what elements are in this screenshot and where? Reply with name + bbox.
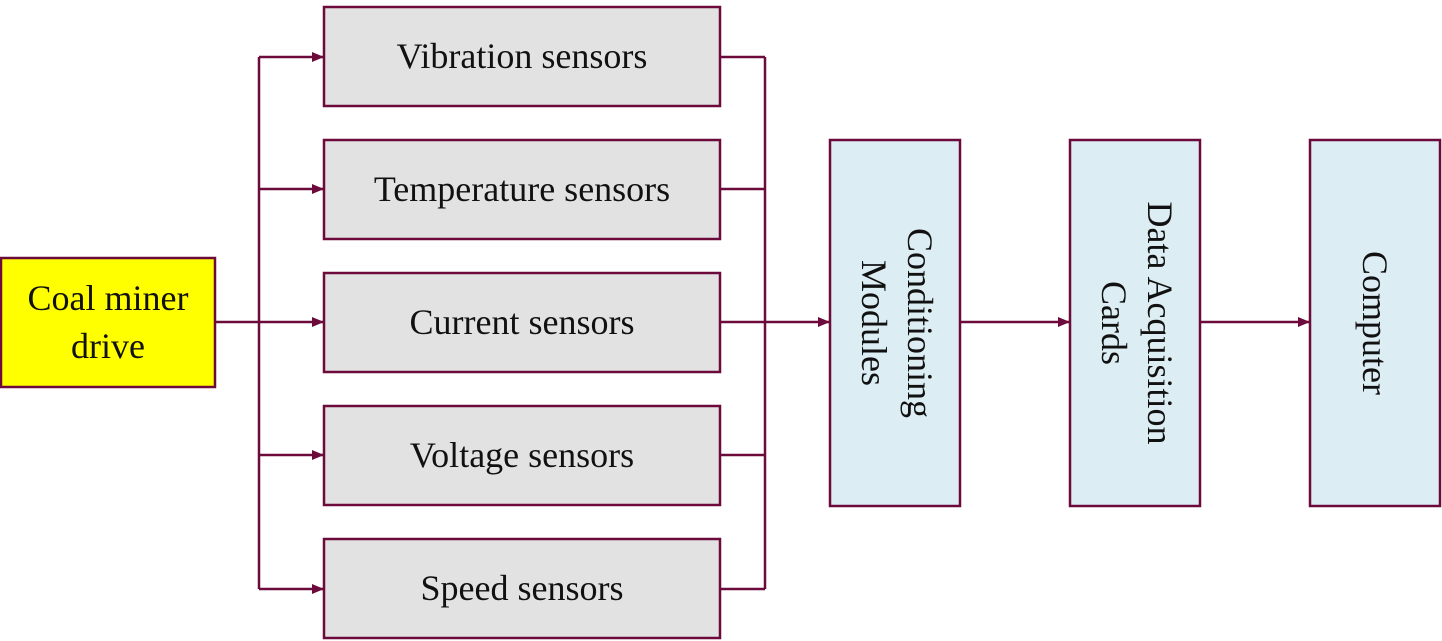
sensor-temperature-box: Temperature sensors xyxy=(322,138,722,241)
sensor-current-label: Current sensors xyxy=(410,302,635,342)
source-label-line2: drive xyxy=(71,326,145,366)
stage-conditioning-label-line2: Modules xyxy=(854,260,894,386)
stage-daq-label-line1: Data Acquisition xyxy=(1140,202,1180,445)
sensor-speed-label: Speed sensors xyxy=(421,568,624,608)
source-box: Coal miner drive xyxy=(0,256,217,389)
stage-conditioning-box: Conditioning Modules xyxy=(828,138,962,508)
stage-conditioning-label-line1: Conditioning xyxy=(900,228,940,418)
sensor-vibration-label: Vibration sensors xyxy=(397,36,648,76)
source-label-line1: Coal miner xyxy=(28,278,189,318)
stage-daq-label-line2: Cards xyxy=(1094,281,1134,365)
stage-computer-box: Computer xyxy=(1308,138,1442,508)
stage-daq-box: Data Acquisition Cards xyxy=(1068,138,1202,508)
stage-computer-label: Computer xyxy=(1355,251,1395,395)
sensor-vibration-box: Vibration sensors xyxy=(322,5,722,108)
connectors xyxy=(215,52,1310,594)
sensor-temperature-label: Temperature sensors xyxy=(374,169,670,209)
sensor-voltage-label: Voltage sensors xyxy=(410,435,634,475)
sensor-voltage-box: Voltage sensors xyxy=(322,404,722,507)
sensor-current-box: Current sensors xyxy=(322,271,722,374)
sensor-speed-box: Speed sensors xyxy=(322,537,722,640)
